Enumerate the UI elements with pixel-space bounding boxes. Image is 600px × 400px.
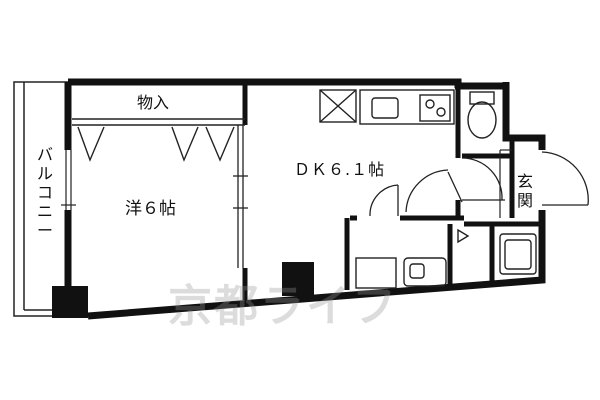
closet [72,118,245,162]
kitchen-counter [319,89,455,125]
western-room-label: 洋６帖 [125,199,176,219]
sliding-partition [233,125,248,268]
balcony-label: バ ル コ ニ ー [36,145,53,240]
entrance-label: 玄 関 [516,172,533,210]
stove-icon [419,94,451,122]
washer-space [355,257,397,289]
bath-area [355,228,537,289]
storage-label: 物入 [137,93,170,112]
column-left [52,286,88,318]
interior-walls [242,82,545,300]
balcony-outline [13,81,68,317]
doors [369,151,589,217]
column-center [282,262,314,296]
sink-icon [371,97,399,119]
balcony-window [61,150,76,210]
bathtub-icon [403,257,447,287]
toilet-icon [467,91,497,139]
entrance-step [499,149,512,218]
watermark: 京都ライフ [168,281,398,332]
unit-bath-tub [499,233,537,275]
dining-kitchen-label: ＤＫ６.１帖 [294,160,386,179]
